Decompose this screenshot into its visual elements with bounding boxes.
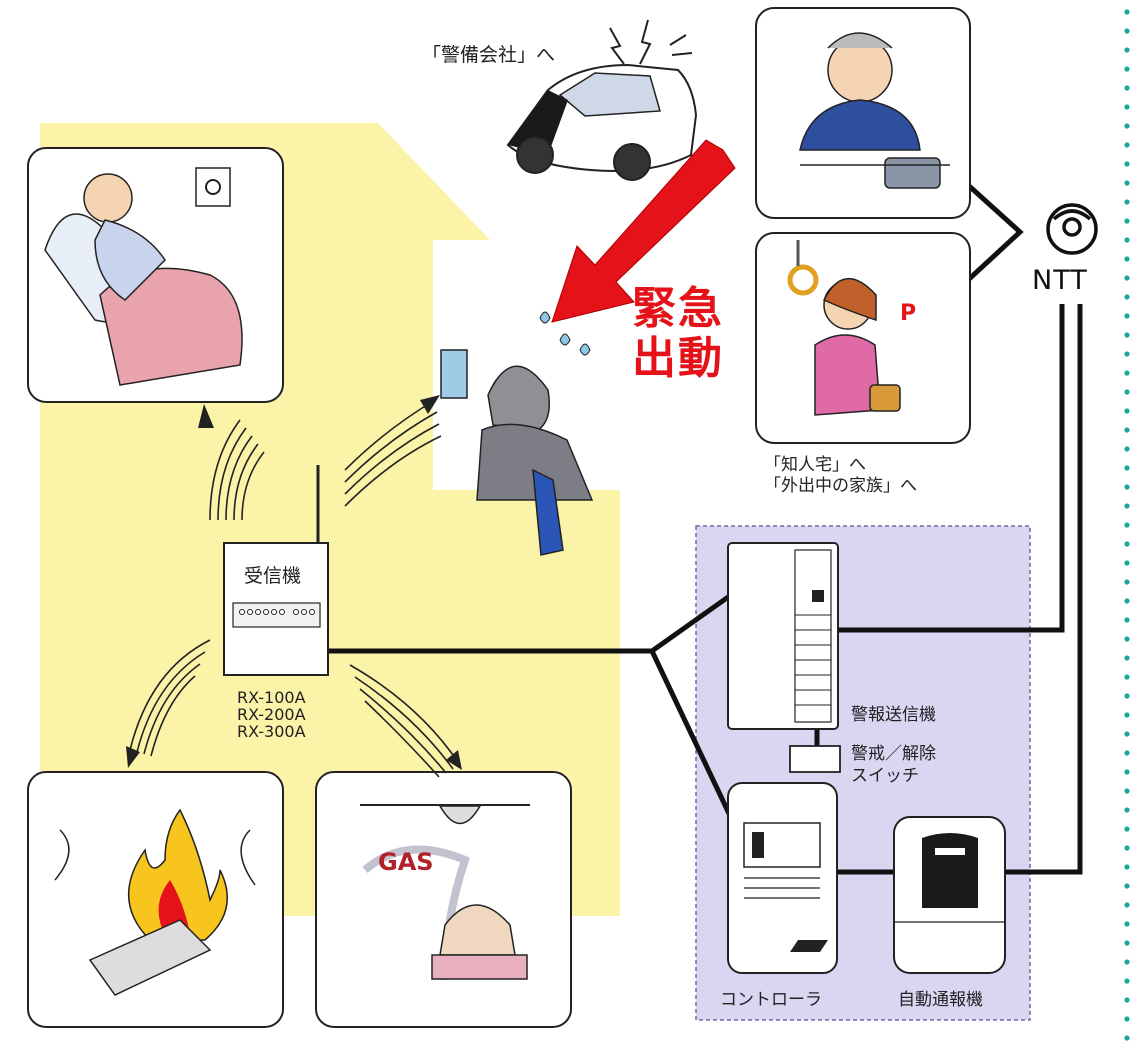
accent-dot [1124,47,1130,53]
accent-dot [1124,370,1130,376]
accent-dot [1124,1016,1130,1022]
accent-dot [1124,826,1130,832]
accent-dot [1124,845,1130,851]
acquaintance-label: 「知人宅」へ [764,455,866,475]
family-outside-label: 「外出中の家族」へ [764,476,917,496]
accent-dot [1124,256,1130,262]
woman-panel: P [755,232,971,444]
accent-dot [1124,9,1130,15]
accent-dot [1124,655,1130,661]
accent-dot-column [1124,9,1130,1041]
accent-dot [1124,351,1130,357]
accent-dot [1124,484,1130,490]
accent-dot [1124,218,1130,224]
accent-dot [1124,788,1130,794]
gas-panel: GAS [315,771,572,1028]
accent-dot [1124,180,1130,186]
accent-dot [1124,313,1130,319]
accent-dot [1124,560,1130,566]
accent-dot [1124,959,1130,965]
accent-dot [1124,674,1130,680]
accent-dot [1124,579,1130,585]
security-company-label: 「警備会社」へ [422,44,556,66]
accent-dot [1124,807,1130,813]
red-arrow-icon [551,139,736,323]
accent-dot [1124,978,1130,984]
accent-dot [1124,541,1130,547]
security-car [506,19,698,181]
receiver-unit [223,465,329,676]
ntt-label: NTT [1032,265,1088,296]
auto-dialer-label: 自動通報機 [898,990,983,1010]
accent-dot [1124,940,1130,946]
receiver-label: 受信機 [244,565,302,587]
accent-dot [1124,902,1130,908]
accent-dot [1124,85,1130,91]
accent-dot [1124,750,1130,756]
accent-dot [1124,104,1130,110]
bedroom-panel [27,147,284,403]
emergency-line-2: 出動 [632,333,724,384]
accent-dot [1124,28,1130,34]
alarm-transmitter-unit [727,542,841,773]
fire-panel [27,771,284,1028]
accent-dot [1124,294,1130,300]
accent-dot [1124,465,1130,471]
accent-dot [1124,636,1130,642]
accent-dot [1124,1035,1130,1041]
svg-text:GAS: GAS [378,848,434,876]
businessman-panel [755,7,971,219]
accent-dot [1124,237,1130,243]
ntt-logo-icon [1046,203,1098,255]
accent-dot [1124,864,1130,870]
accent-dot [1124,503,1130,509]
signal-arrowheads [126,395,462,770]
emergency-line-1: 緊急 [632,283,724,334]
receiver-models: RX-100A RX-200A RX-300A [237,689,306,740]
emergency-dispatch-label: 緊急 出動 [632,284,724,384]
accent-dot [1124,712,1130,718]
wiring [318,183,1083,875]
svg-text:P: P [900,301,916,326]
accent-dot [1124,389,1130,395]
accent-dot [1124,693,1130,699]
accent-dot [1124,66,1130,72]
model-rx100a: RX-100A [237,688,306,707]
model-rx300a: RX-300A [237,722,306,741]
controller-unit [727,782,838,974]
accent-dot [1124,332,1130,338]
accent-dot [1124,199,1130,205]
accent-dot [1124,617,1130,623]
arm-switch-label-2: スイッチ [851,766,919,786]
accent-dot [1124,275,1130,281]
accent-dot [1124,883,1130,889]
grandmother-figure [440,311,594,556]
arm-switch-label-1: 警戒／解除 [851,744,936,764]
accent-dot [1124,769,1130,775]
accent-dot [1124,598,1130,604]
accent-dot [1124,123,1130,129]
accent-dot [1124,142,1130,148]
model-rx200a: RX-200A [237,705,306,724]
alarm-transmitter-label: 警報送信機 [851,705,936,725]
accent-dot [1124,161,1130,167]
accent-dot [1124,446,1130,452]
signal-waves [129,399,461,778]
accent-dot [1124,731,1130,737]
accent-dot [1124,522,1130,528]
auto-dialer-unit [893,816,1006,974]
accent-dot [1124,997,1130,1003]
controller-label: コントローラ [720,990,822,1010]
accent-dot [1124,921,1130,927]
accent-dot [1124,408,1130,414]
accent-dot [1124,427,1130,433]
